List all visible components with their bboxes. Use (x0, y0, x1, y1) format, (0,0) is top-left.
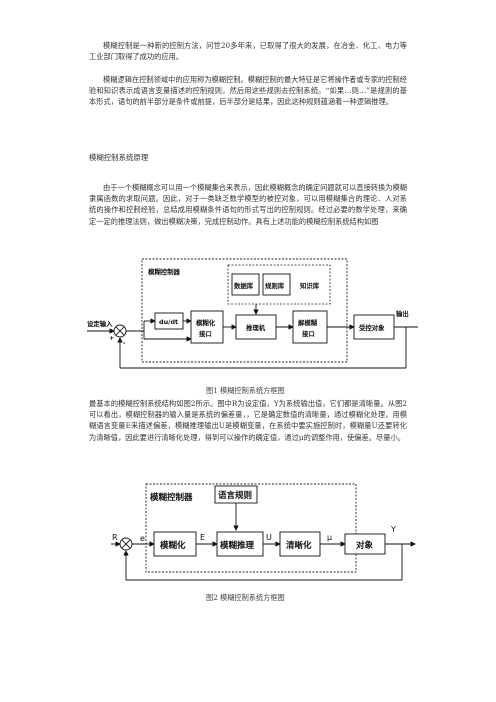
fig1-defuzzify-label-1: 解模糊 (298, 318, 318, 327)
fig1-fuzzify-label-1: 模糊化 (196, 318, 216, 327)
fig1-controller-box (141, 258, 348, 363)
fig1-minus-sign: - (123, 339, 126, 347)
fig1-rulebase-label: 规则库 (265, 281, 285, 290)
fig1-plus-sign: + (109, 334, 114, 342)
paragraph-intro: 模糊控制是一种新的控制方法，问世20多年来，已取得了很大的发展，在冶金、化工、电… (89, 41, 407, 62)
fig2-R-label: R (112, 533, 118, 542)
fig2-E-label: E (200, 533, 205, 542)
figure-1-diagram: 模糊控制器 知识库 数据库 规则库 设定输入 + - du/dt 模糊化 接口 … (87, 258, 418, 369)
paragraph-fuzzy-logic: 模糊逻辑在控制领域中的应用称为模糊控制。模糊控制的最大特征是它将操作者或专家的控… (89, 75, 407, 107)
fig1-database-label: 数据库 (234, 281, 254, 290)
fig2-fuzzify-label: 模糊化 (160, 540, 186, 551)
fig1-derivative-label: du/dt (159, 318, 178, 326)
figure-2-caption: 图2 模糊控制系统方框图 (206, 593, 285, 602)
fig2-Y-label: Y (390, 525, 396, 534)
fig1-fuzzify-box (190, 310, 224, 344)
fig1-controller-title: 模糊控制器 (148, 267, 181, 276)
fig1-defuzzify-box (292, 310, 328, 344)
fig2-rules-label: 语言规则 (218, 490, 252, 501)
paragraph-principle: 由于一个模糊概念可以用一个模糊集合来表示，因此模糊概念的确定问题就可以直接转换为… (89, 183, 407, 226)
fig2-controller-box (145, 483, 357, 573)
fig1-fuzzify-label-2: 接口 (199, 329, 212, 338)
paragraph-structure: 最基本的模糊控制系统结构如图2所示。图中R为设定值，Y为系统输出值，它们都是清晰… (89, 399, 407, 442)
fig1-setpoint-label: 设定输入 (87, 319, 113, 328)
fig1-rulebase-box (262, 273, 291, 296)
figure-2-diagram: 模糊控制器 语言规则 R e 模糊化 E 模糊推理 U 清晰化 μ 对象 Y (111, 483, 416, 581)
fig1-output-label: 输出 (396, 309, 409, 318)
fig2-inference-box (216, 531, 264, 557)
fig2-inference-label: 模糊推理 (220, 540, 255, 551)
fig1-defuzzify-label-2: 接口 (302, 329, 315, 338)
fig1-plant-label: 受控对象 (359, 323, 385, 332)
fig2-controller-title: 模糊控制器 (150, 492, 193, 503)
fig1-knowledge-box (227, 264, 331, 305)
fig2-plant-label: 对象 (356, 540, 374, 551)
fig2-fuzzify-box (153, 531, 197, 557)
fig1-knowledge-label: 知识库 (299, 281, 320, 290)
fig1-inference-label: 推理机 (246, 323, 266, 332)
figure-1-caption: 图1 模糊控制系统方框图 (206, 386, 285, 395)
fig2-mu-label: μ (327, 533, 332, 542)
fig2-U-label: U (266, 533, 272, 542)
fig1-database-box (231, 273, 260, 296)
fig2-defuzzify-label: 清晰化 (286, 540, 312, 551)
fig1-plant-box (353, 314, 395, 340)
fig1-inference-box (235, 314, 277, 340)
fig2-e-label: e (140, 534, 145, 543)
section-heading: 模糊控制系统原理 (89, 153, 149, 162)
